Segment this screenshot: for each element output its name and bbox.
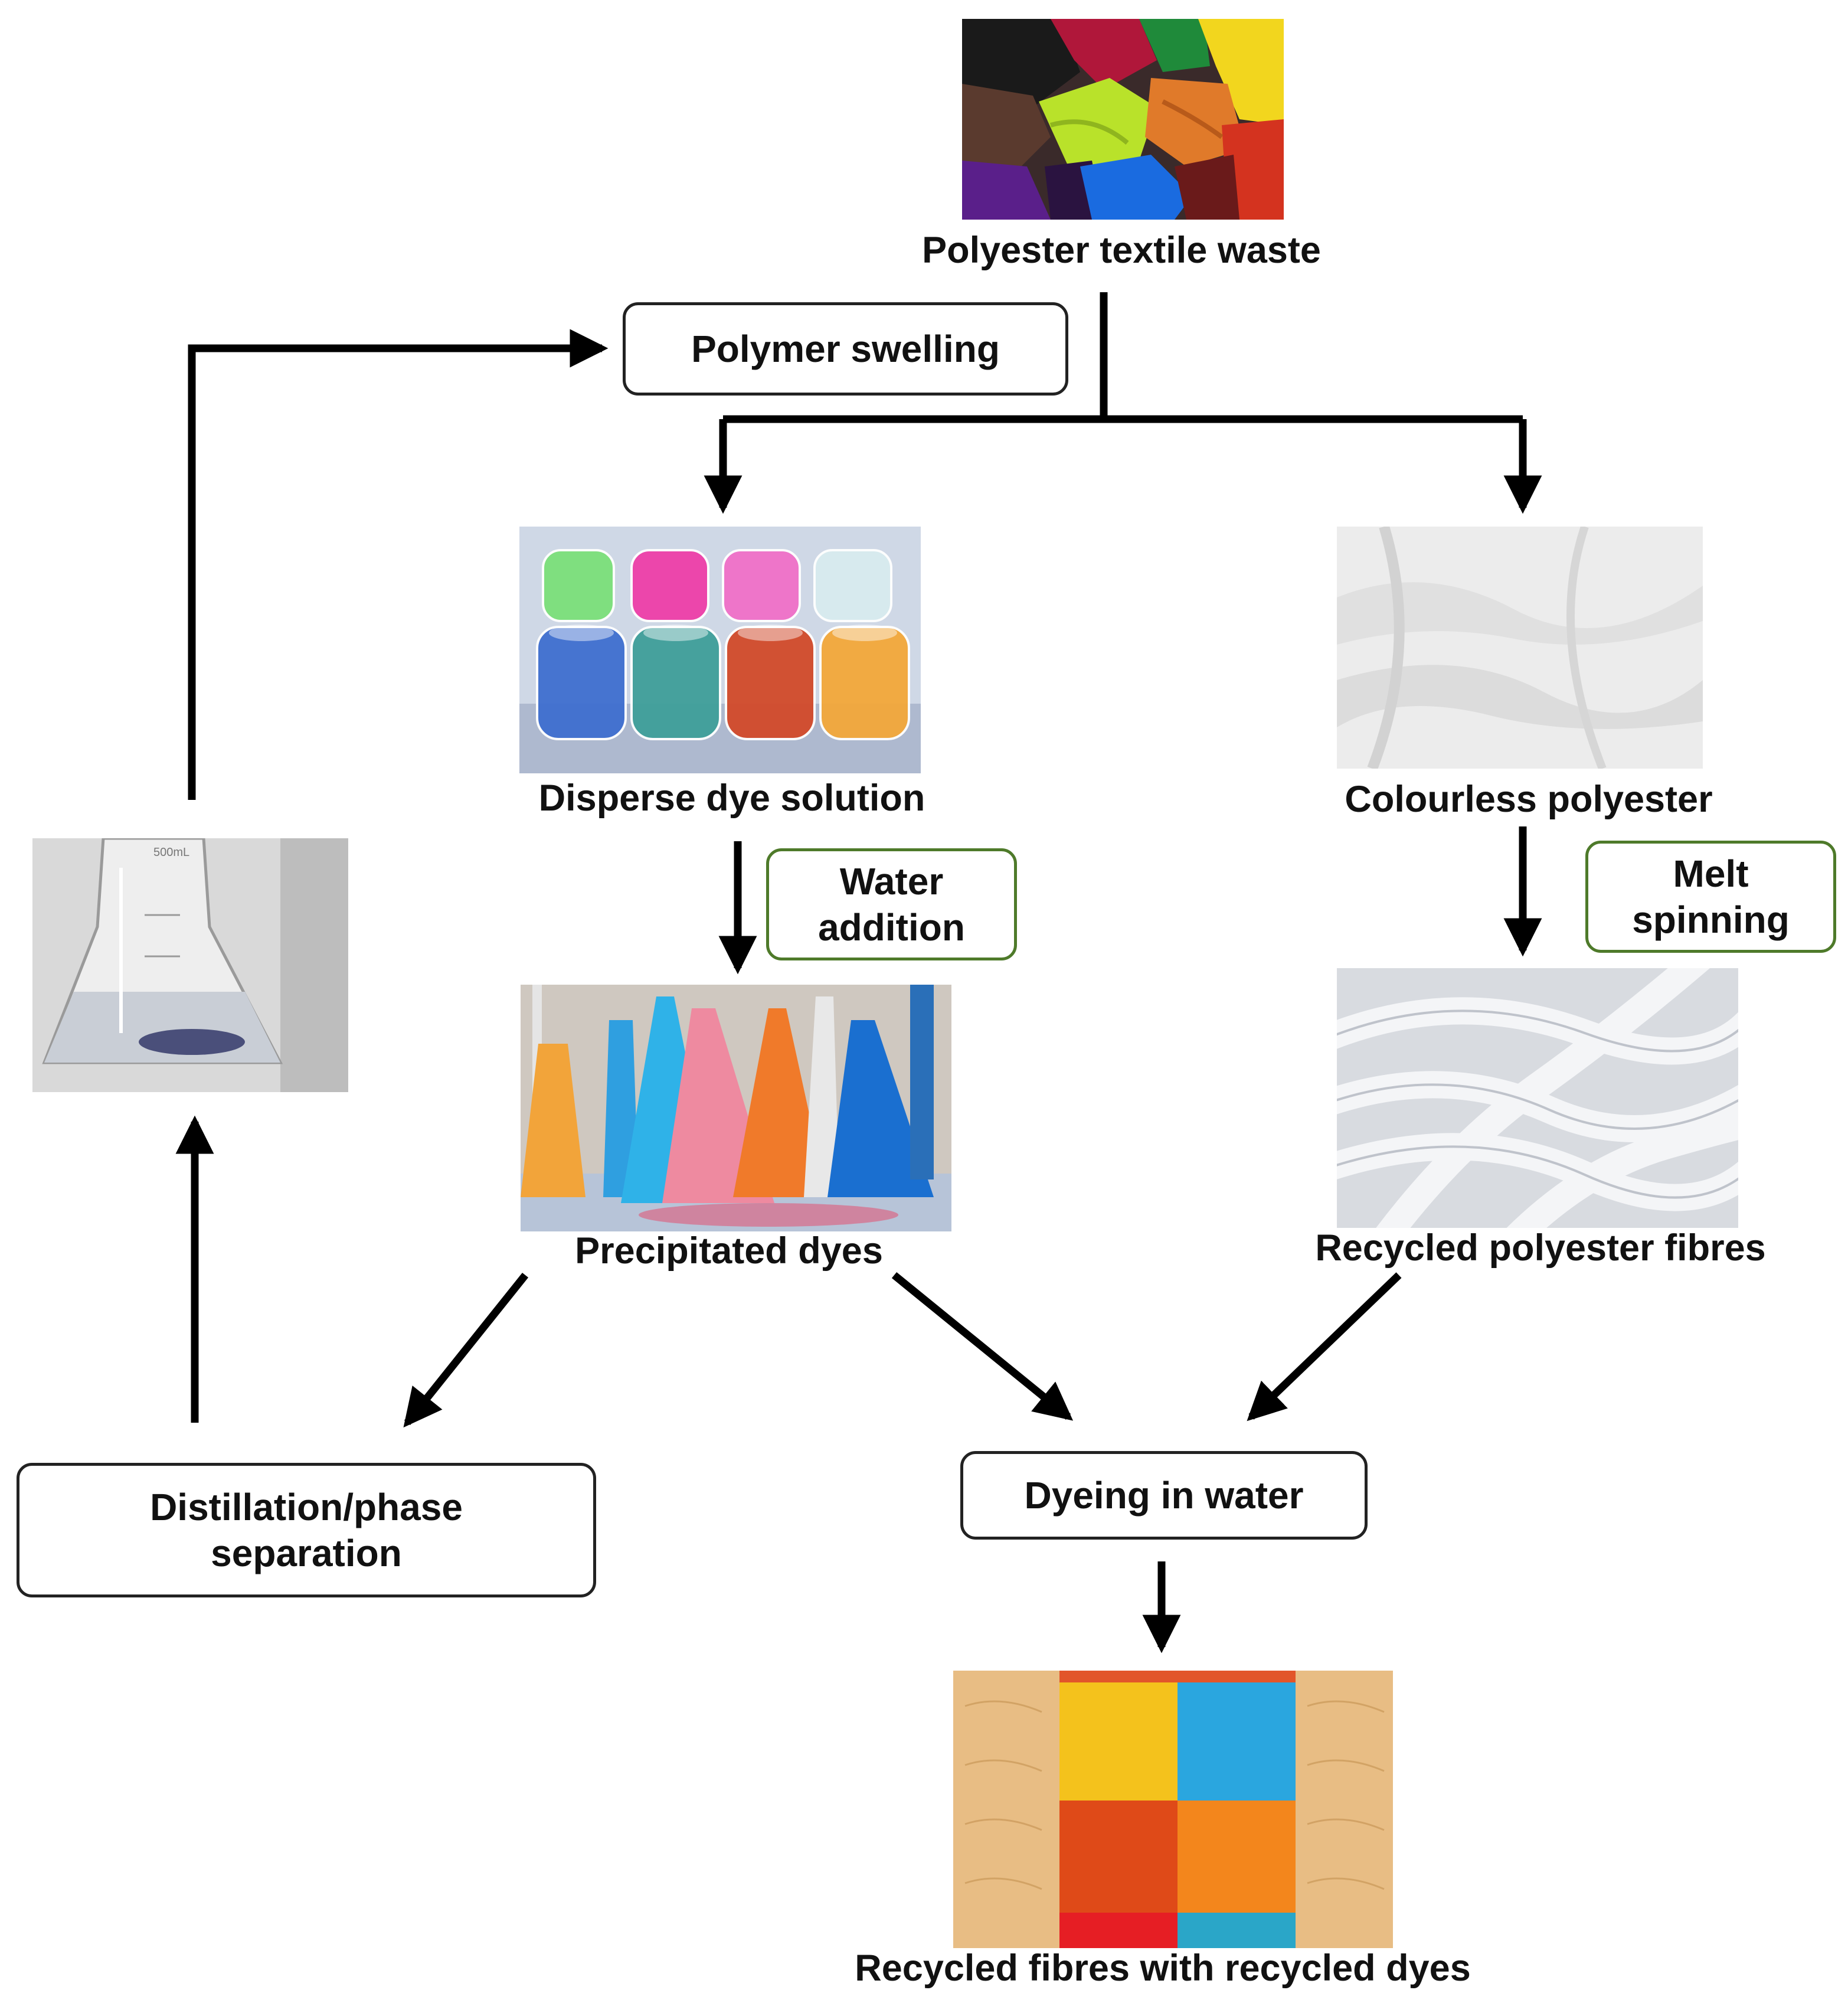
box-distillation-phase-separation: Distillation/phase separation <box>17 1463 596 1597</box>
box-dyeing-in-water-text: Dyeing in water <box>1024 1473 1304 1517</box>
box-distillation-line2: separation <box>211 1532 402 1574</box>
svg-text:500mL: 500mL <box>153 846 189 859</box>
box-distillation-line1: Distillation/phase <box>150 1485 463 1528</box>
textile-waste-photo <box>962 19 1284 220</box>
label-precipitated-dyes: Precipitated dyes <box>575 1230 883 1272</box>
box-polymer-swelling: Polymer swelling <box>623 302 1068 396</box>
box-polymer-swelling-text: Polymer swelling <box>691 327 1000 370</box>
box-melt-spinning-line2: spinning <box>1632 898 1790 941</box>
box-water-addition: Water addition <box>766 848 1017 960</box>
solvent-flask-photo: 500mL <box>32 838 348 1092</box>
arrow-precipitated-to-dyeing <box>891 1272 1074 1421</box>
dyed-fibres-photo <box>953 1671 1393 1948</box>
arrow-fibres-to-dyeing <box>1247 1272 1402 1422</box>
arrow-to-distillation <box>403 1272 529 1428</box>
box-melt-spinning-line1: Melt <box>1673 852 1749 895</box>
recycled-fibres-photo <box>1337 968 1738 1228</box>
box-dyeing-in-water: Dyeing in water <box>960 1451 1368 1540</box>
label-recycled-polyester-fibres: Recycled polyester fibres <box>1315 1227 1766 1269</box>
colourless-polyester-photo <box>1337 527 1703 769</box>
box-water-addition-line1: Water <box>839 860 944 903</box>
dye-solution-photo <box>519 527 921 773</box>
label-recycled-fibres-with-dyes: Recycled fibres with recycled dyes <box>855 1948 1471 1989</box>
box-melt-spinning: Melt spinning <box>1585 841 1836 953</box>
label-colourless-polyester: Colourless polyester <box>1345 779 1713 820</box>
precipitated-dyes-photo <box>521 985 951 1231</box>
box-water-addition-line2: addition <box>818 906 965 949</box>
label-disperse-dye-solution: Disperse dye solution <box>538 777 925 819</box>
arrow-flask-to-swelling <box>188 329 609 800</box>
label-polyester-textile-waste: Polyester textile waste <box>922 230 1321 271</box>
